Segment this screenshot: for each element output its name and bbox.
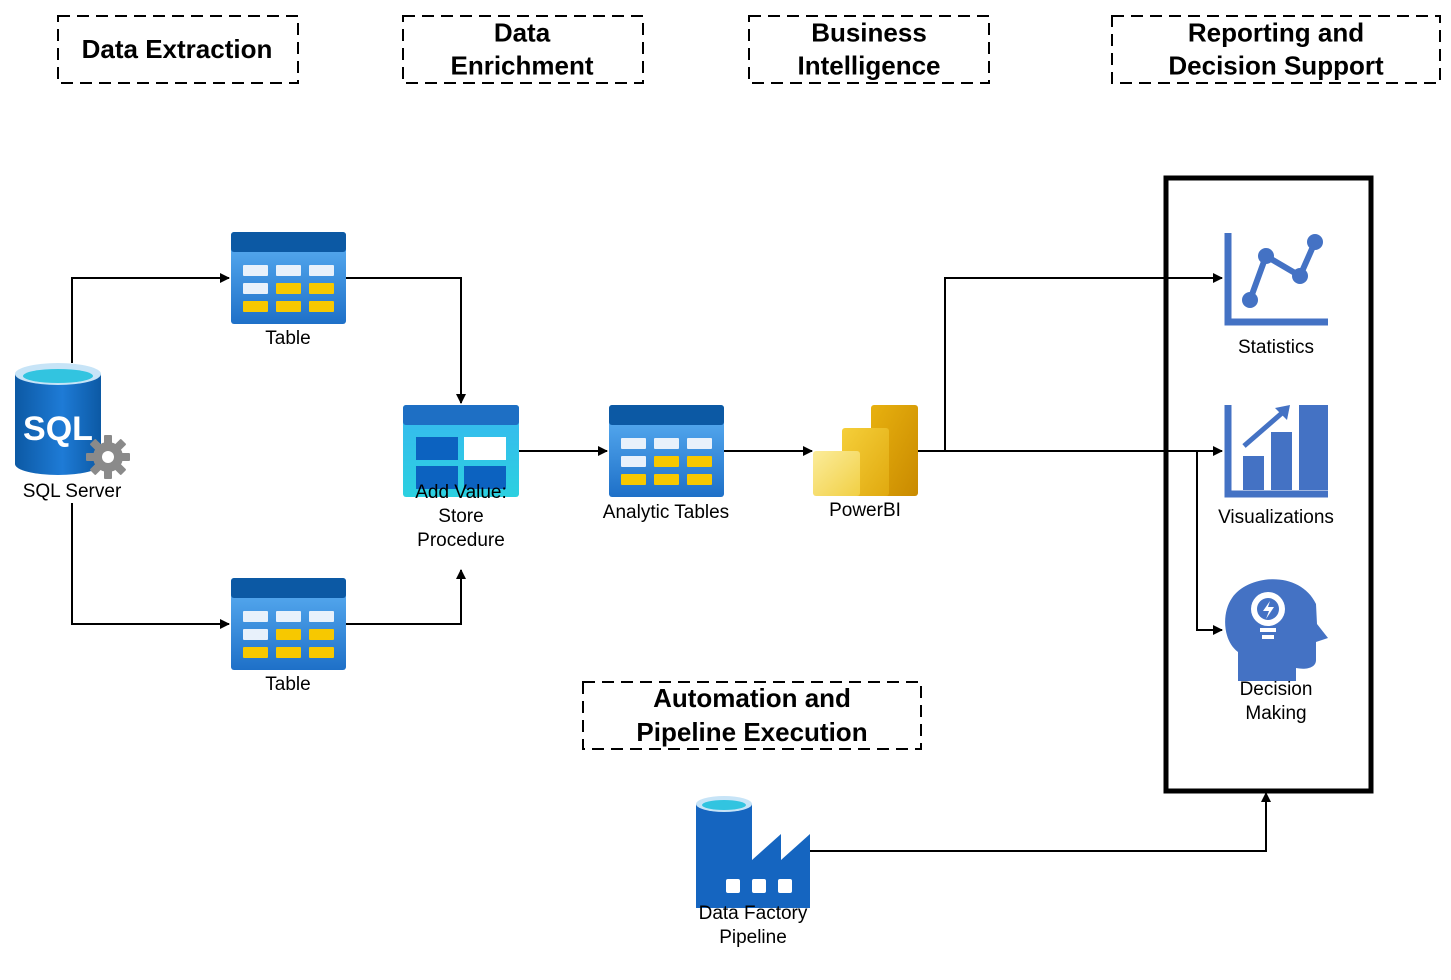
arrow-powerbi-to-statistics <box>944 273 1223 451</box>
node-label: SQL Server <box>23 481 122 502</box>
arrow-sql-to-table-bottom <box>71 503 230 629</box>
label-line: Analytic Tables <box>603 502 729 523</box>
node-label: Visualizations <box>1218 507 1334 528</box>
brain-lightbulb-icon <box>1225 579 1328 681</box>
stage-box <box>582 681 922 750</box>
table-icon <box>231 578 346 670</box>
connectors <box>71 273 1271 852</box>
node-table-bottom[interactable]: Table <box>231 578 346 695</box>
label-line: Enrichment <box>450 51 593 81</box>
powerbi-icon <box>813 405 918 496</box>
label-line: PowerBI <box>829 500 901 521</box>
stage-title: Data Extraction <box>82 34 273 64</box>
label-line: Decision <box>1240 679 1313 700</box>
label-line: Pipeline <box>719 927 787 948</box>
stage-box <box>748 15 990 84</box>
node-label: PowerBI <box>829 500 901 521</box>
data-factory-icon <box>696 796 810 908</box>
bar-chart-icon <box>1224 405 1328 498</box>
label-line: Table <box>265 674 310 695</box>
label-line: Data Factory <box>699 903 808 924</box>
stored-procedure-icon <box>403 405 519 497</box>
label-line: Visualizations <box>1218 507 1334 528</box>
node-label: Table <box>265 328 310 349</box>
label-line: Reporting and <box>1188 18 1364 48</box>
arrow-table-bottom-to-procedure <box>346 569 466 625</box>
label-line: Automation and <box>653 683 851 713</box>
table-icon <box>231 232 346 324</box>
node-statistics[interactable]: Statistics <box>1224 233 1328 358</box>
sql-badge: SQL <box>23 410 93 448</box>
line-chart-icon <box>1224 233 1328 326</box>
label-line: Table <box>265 328 310 349</box>
label-line: Business <box>811 18 927 48</box>
label-line: Intelligence <box>797 51 940 81</box>
stage-box <box>1111 15 1441 84</box>
node-table-top[interactable]: Table <box>231 232 346 349</box>
node-visualizations[interactable]: Visualizations <box>1218 405 1334 528</box>
label-line: Data <box>494 18 551 48</box>
arrow-pipeline-to-reporting <box>810 792 1271 852</box>
stage-box <box>57 15 299 84</box>
node-sql-server[interactable]: SQL SQL Server <box>15 363 130 502</box>
gear-icon <box>86 435 130 479</box>
node-analytic-tables[interactable]: Analytic Tables <box>603 405 729 523</box>
label-line: SQL Server <box>23 481 122 502</box>
arrow-sql-to-table-top <box>71 273 230 363</box>
label-line: Decision Support <box>1168 51 1384 81</box>
node-powerbi[interactable]: PowerBI <box>813 405 918 521</box>
node-label: Analytic Tables <box>603 502 729 523</box>
table-icon <box>609 405 724 497</box>
arrow-table-top-to-procedure <box>346 277 466 404</box>
node-label: Statistics <box>1238 337 1314 358</box>
node-label: Table <box>265 674 310 695</box>
label-line: Store <box>438 506 483 527</box>
sql-database-icon: SQL <box>15 363 130 479</box>
stage-data-extraction: Data Extraction <box>57 15 299 84</box>
label-line: Pipeline Execution <box>636 717 867 747</box>
arrow-powerbi-to-decision <box>1196 451 1223 635</box>
label-line: Procedure <box>417 530 505 551</box>
label-line: Data Extraction <box>82 34 273 64</box>
reporting-container <box>1163 175 1374 794</box>
stage-box <box>402 15 644 84</box>
label-line: Statistics <box>1238 337 1314 358</box>
label-line: Add Value: <box>415 482 507 503</box>
label-line: Making <box>1245 703 1306 724</box>
